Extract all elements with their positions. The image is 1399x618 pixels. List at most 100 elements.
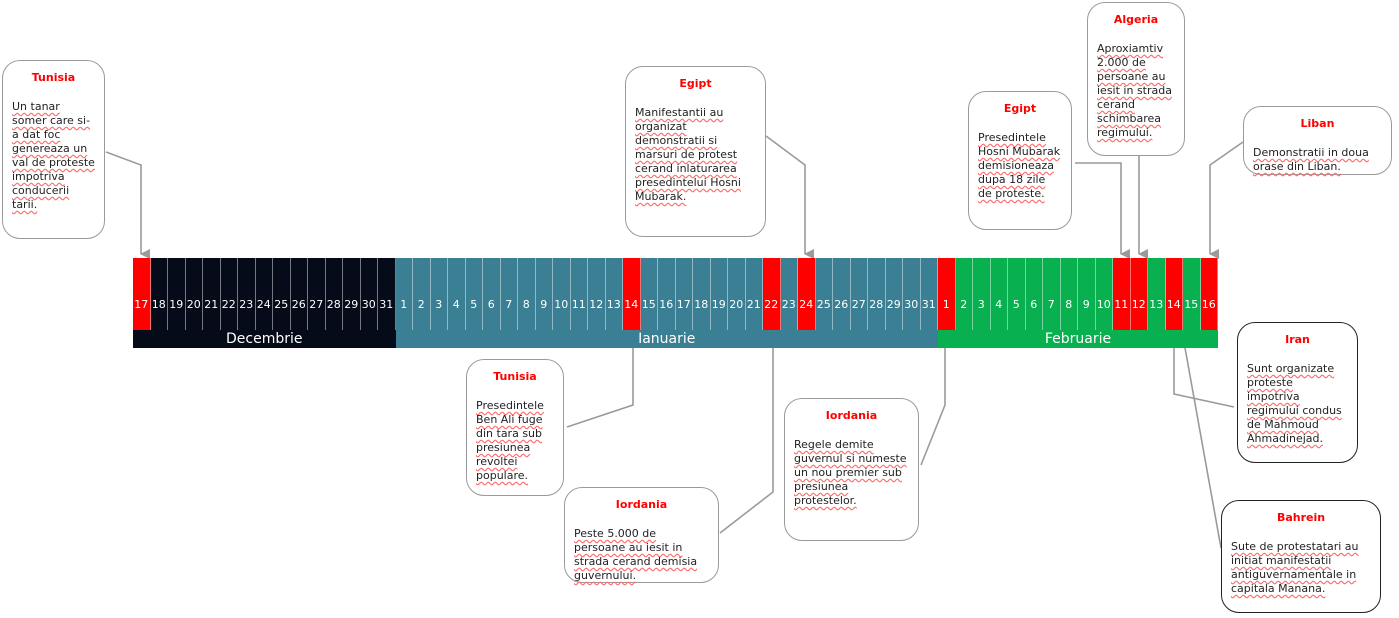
day-number: 5: [470, 298, 478, 311]
connector-egipt-jan24: [765, 135, 814, 259]
day-number: 2: [417, 298, 425, 311]
day-number: 27: [309, 298, 324, 311]
day-number: 7: [505, 298, 513, 311]
callout-text: Sunt organizate proteste impotriva regim…: [1247, 362, 1342, 445]
callout-title: Iordania: [615, 498, 668, 511]
day-number: 4: [452, 298, 460, 311]
day-number: 8: [522, 298, 530, 311]
month-label-ianuarie: Ianuarie: [395, 330, 938, 348]
day-number: 23: [239, 298, 254, 311]
day-number: 14: [623, 298, 640, 312]
day-cell: 4: [990, 258, 1008, 330]
callout-bahrein-feb14: Bahrein Sute de protestatari au initiat …: [1221, 500, 1381, 613]
day-cell: 17: [133, 258, 151, 330]
day-cell: 13: [1148, 258, 1166, 330]
day-number: 3: [977, 298, 985, 311]
day-number: 18: [694, 298, 709, 311]
day-number: 1: [400, 298, 408, 311]
day-number: 6: [1030, 298, 1038, 311]
day-number: 5: [1012, 298, 1020, 311]
day-cell: 6: [483, 258, 501, 330]
day-cell: 23: [780, 258, 798, 330]
day-cell: 30: [360, 258, 378, 330]
day-number: 29: [886, 298, 901, 311]
callout-egipt-jan24: Egipt Manifestantii au organizat demonst…: [625, 66, 766, 237]
day-number: 2: [960, 298, 968, 311]
day-cell: 18: [693, 258, 711, 330]
day-number: 11: [1113, 298, 1130, 312]
day-number: 21: [204, 298, 219, 311]
day-number: 18: [151, 298, 166, 311]
connector-tunisia-dec17: [105, 151, 150, 259]
day-number: 7: [1047, 298, 1055, 311]
callout-title: Iordania: [825, 409, 878, 422]
day-cell: 19: [710, 258, 728, 330]
day-number: 31: [921, 298, 936, 311]
day-cell: 4: [448, 258, 466, 330]
day-number: 1: [938, 298, 955, 312]
day-cell: 18: [150, 258, 168, 330]
callout-text: Manifestantii au organizat demonstratii …: [635, 106, 741, 203]
callout-liban-feb16: Liban Demonstratii in doua orase din Lib…: [1243, 106, 1392, 175]
day-number: 25: [816, 298, 831, 311]
day-number: 6: [487, 298, 495, 311]
day-cell: 1: [938, 258, 956, 330]
day-cell: 25: [815, 258, 833, 330]
day-number: 22: [221, 298, 236, 311]
day-cell: 5: [465, 258, 483, 330]
day-number: 30: [361, 298, 376, 311]
callout-text: Presedintele Ben Ali fuge din tara sub p…: [476, 399, 544, 482]
callout-text: Demonstratii in doua orase din Liban.: [1253, 146, 1369, 173]
callout-title: Egipt: [1003, 102, 1037, 115]
day-cell: 20: [728, 258, 746, 330]
callout-text: Un tanar somer care si-a dat foc generea…: [12, 100, 95, 211]
day-cell: 11: [1113, 258, 1131, 330]
day-number: 16: [1200, 298, 1217, 312]
day-cell: 12: [588, 258, 606, 330]
day-number: 27: [851, 298, 866, 311]
day-number: 10: [1096, 298, 1111, 311]
day-cell: 16: [1200, 258, 1218, 330]
day-number: 13: [1149, 298, 1164, 311]
callout-text: Peste 5.000 de persoane au iesit in stra…: [574, 527, 698, 582]
day-number: 12: [1130, 298, 1147, 312]
day-cell: 24: [255, 258, 273, 330]
day-cell: 12: [1130, 258, 1148, 330]
day-number: 28: [326, 298, 341, 311]
day-cell: 8: [518, 258, 536, 330]
day-number: 17: [133, 298, 150, 312]
day-number: 28: [869, 298, 884, 311]
day-number: 31: [379, 298, 394, 311]
day-cell: 15: [1183, 258, 1201, 330]
day-cell: 14: [1165, 258, 1183, 330]
day-cell: 15: [640, 258, 658, 330]
day-number: 15: [1184, 298, 1199, 311]
callout-title: Liban: [1300, 117, 1335, 130]
day-cell: 1: [395, 258, 413, 330]
day-cell: 20: [185, 258, 203, 330]
callout-title: Algeria: [1113, 13, 1159, 26]
day-cell: 8: [1060, 258, 1078, 330]
callout-algeria-feb12: Algeria Aproxiamtiv 2.000 de persoane au…: [1087, 2, 1185, 156]
day-cell: 2: [413, 258, 431, 330]
day-cell: 23: [238, 258, 256, 330]
day-number: 16: [659, 298, 674, 311]
day-number: 22: [763, 298, 780, 312]
day-cell: 28: [325, 258, 343, 330]
day-cell: 6: [1025, 258, 1043, 330]
connector-iordania-jan22: [719, 317, 778, 534]
day-number: 26: [291, 298, 306, 311]
day-cell: 16: [658, 258, 676, 330]
callout-text: Sute de protestatari au initiat manifest…: [1231, 540, 1359, 595]
day-cell: 7: [1043, 258, 1061, 330]
day-number: 30: [904, 298, 919, 311]
day-cell: 27: [850, 258, 868, 330]
callout-egipt-feb11: Egipt Presedintele Hosni Mubarak demisio…: [968, 91, 1072, 230]
day-cell: 2: [955, 258, 973, 330]
day-cell: 21: [203, 258, 221, 330]
callout-title: Iran: [1285, 333, 1310, 346]
day-cell: 24: [798, 258, 816, 330]
callout-text: Presedintele Hosni Mubarak demisioneaza …: [978, 131, 1061, 200]
